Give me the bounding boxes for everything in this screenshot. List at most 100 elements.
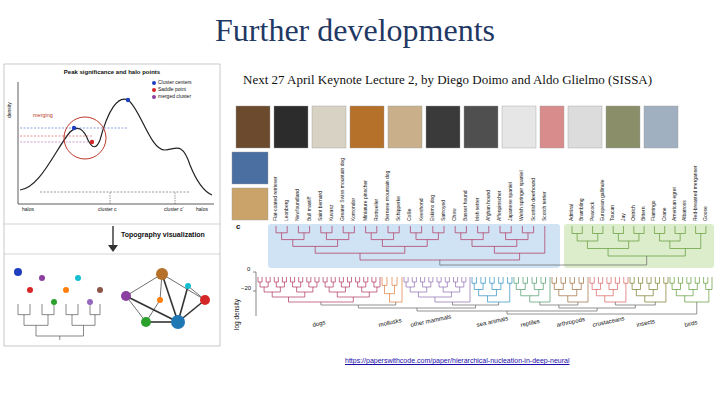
photo	[568, 106, 602, 148]
class-label: Crane	[662, 207, 668, 221]
dendrogram-branch	[572, 226, 582, 234]
class-label: birds	[684, 319, 698, 328]
dendrogram-branch	[676, 290, 693, 296]
tick	[253, 272, 256, 273]
dendrogram-branch	[472, 240, 517, 247]
class-label: Rottweiler	[374, 199, 380, 221]
dendrogram-branch	[544, 226, 545, 233]
class-label: Collie	[407, 208, 413, 221]
dendrogram-branch	[665, 283, 666, 289]
dendrogram-branch	[90, 304, 100, 315]
dendrogram-branch	[579, 277, 584, 283]
dendrogram-branch	[429, 277, 433, 282]
dendrogram-branch	[654, 226, 664, 234]
dendrogram-branch	[456, 282, 464, 287]
dendrogram-branch	[433, 226, 444, 233]
class-label: Affenpinscher	[497, 191, 503, 221]
dendrogram-branch	[18, 304, 30, 315]
dendrogram-branch	[534, 283, 543, 289]
dendrogram-branch	[568, 296, 588, 302]
dendrogram-branch	[544, 240, 545, 247]
slide-title: Further developments	[215, 12, 495, 49]
dendrogram-branch	[636, 290, 653, 296]
saddle-point	[90, 140, 94, 144]
dendrogram-branch	[276, 226, 287, 233]
dendrogram-branch	[59, 336, 60, 340]
dendrogram-branch	[649, 283, 657, 289]
dendrogram-branch	[439, 282, 447, 287]
cluster-dot	[87, 299, 93, 305]
annotation: c	[236, 222, 240, 231]
dendrogram-branch	[42, 304, 54, 315]
graph-node	[185, 283, 191, 289]
class-label: Scotch terrier	[542, 191, 548, 221]
class-label: Saint bernard	[318, 191, 324, 221]
dendrogram-branch	[590, 277, 594, 283]
dendrogram-branch	[696, 226, 706, 234]
class-label: crustaceans	[592, 315, 625, 328]
axis	[256, 272, 257, 316]
dendrogram-branch	[366, 226, 377, 233]
dendrogram-branch	[36, 325, 84, 336]
dendrogram-branch	[712, 277, 713, 283]
dendrogram-branch	[297, 287, 313, 292]
dendrogram-branch	[696, 308, 697, 311]
dendrogram-branch	[554, 283, 563, 289]
photo	[426, 106, 460, 148]
class-label: European gallinule	[600, 180, 606, 221]
dendrogram-branch	[559, 305, 635, 308]
dendrogram-branch	[488, 296, 510, 302]
dendrogram-branch	[647, 277, 651, 283]
dendrogram-branch	[410, 287, 427, 292]
photo	[464, 106, 498, 148]
dendrogram-branch	[552, 277, 557, 283]
class-label: American egret	[672, 187, 678, 221]
dendrogram-branch	[478, 226, 489, 233]
dendrogram-branch	[347, 277, 351, 282]
dendrogram-branch	[72, 315, 95, 326]
dendrogram-branch	[371, 233, 393, 240]
class-label: Schipperke	[396, 196, 402, 221]
dendrogram-branch	[470, 287, 471, 292]
axis	[18, 204, 214, 205]
dendrogram-branch	[479, 290, 497, 296]
class-label: insects	[636, 318, 656, 329]
class-label: Japanese spaniel	[508, 182, 514, 221]
annotation: −20	[241, 285, 251, 292]
generated-art	[14, 106, 712, 340]
dendrogram-branch	[445, 277, 449, 282]
dendrogram-branch	[390, 294, 403, 302]
dendrogram-branch	[382, 277, 387, 285]
dendrogram-branch	[291, 277, 295, 282]
graph-node	[157, 297, 163, 303]
dendrogram-branch	[561, 277, 566, 283]
annotation: Peak significance and halo points	[64, 69, 160, 76]
dendrogram-branch	[470, 277, 471, 282]
class-label: Afghan hound	[486, 190, 492, 221]
class-label: Komondor	[351, 198, 357, 221]
dendrogram-branch	[523, 277, 528, 283]
dendrogram-branch	[299, 277, 303, 282]
dendrogram-branch	[260, 282, 268, 287]
dendrogram-branch	[337, 292, 369, 297]
photo	[540, 106, 564, 148]
class-label: Welsh springer spaniel	[519, 171, 525, 222]
annotation: log density	[233, 299, 240, 330]
dendrogram-branch	[402, 277, 403, 285]
annotation: cluster c'	[164, 207, 184, 213]
graph-node	[171, 315, 185, 329]
cluster-dot	[39, 275, 45, 281]
class-label: Bittern	[641, 207, 647, 221]
dendrogram-branch	[494, 246, 544, 253]
dendrogram-branch	[315, 277, 319, 282]
birds-band	[564, 224, 714, 268]
annotation: halos	[196, 207, 208, 213]
dendrogram-branch	[608, 249, 685, 257]
dendrogram-branch	[360, 253, 520, 260]
level-line	[20, 142, 92, 143]
dendrogram-branch	[315, 246, 405, 253]
dendrogram-branch	[282, 277, 286, 282]
dendrogram-branch	[309, 282, 317, 287]
legend-item: Cluster centers	[152, 80, 192, 86]
class-label: Basset hound	[463, 190, 469, 221]
